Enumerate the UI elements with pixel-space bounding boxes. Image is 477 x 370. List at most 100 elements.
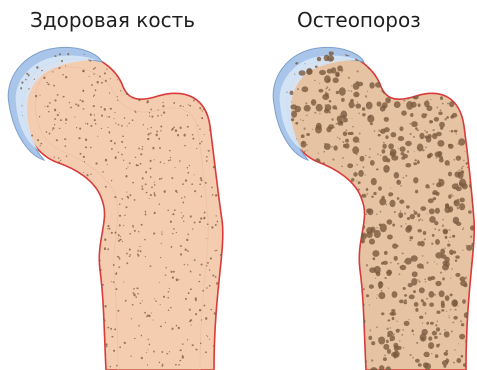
bone-pore <box>56 358 58 359</box>
bone-pore <box>400 146 406 152</box>
bone-pore <box>130 355 131 356</box>
bone-pore <box>405 226 411 233</box>
bone-pore <box>83 328 84 329</box>
bone-pore <box>423 301 425 303</box>
bone-pore <box>147 364 148 365</box>
bone-pore <box>101 82 103 84</box>
bone-pore <box>75 263 77 266</box>
bone-pore <box>83 108 85 109</box>
bone-pore <box>84 161 85 162</box>
bone-pore <box>469 129 470 130</box>
bone-pore <box>319 304 326 310</box>
bone-pore <box>52 256 54 258</box>
bone-pore <box>426 262 428 264</box>
bone-pore <box>164 190 166 193</box>
bone-pore <box>326 180 328 182</box>
bone-pore <box>112 58 113 59</box>
bone-pore <box>59 165 61 166</box>
bone-pore <box>53 211 55 213</box>
bone-pore <box>154 195 156 197</box>
bone-pore <box>104 108 106 111</box>
bone-pore <box>204 134 205 135</box>
bone-pore <box>209 129 210 131</box>
bone-pore <box>128 123 130 124</box>
bone-pore <box>403 347 404 348</box>
bone-pore <box>340 269 345 275</box>
bone-pore <box>471 145 474 147</box>
osteoporotic-bone-svg <box>270 0 477 370</box>
bone-pore <box>144 312 146 314</box>
bone-pore <box>335 323 337 325</box>
bone-pore <box>37 190 39 192</box>
bone-pore <box>32 159 34 161</box>
bone-pore <box>140 246 141 247</box>
bone-pore <box>187 234 189 236</box>
bone-pore <box>463 284 467 288</box>
bone-pore <box>196 148 197 149</box>
bone-pore <box>397 263 399 265</box>
bone-pore <box>110 328 112 330</box>
bone-pore <box>299 166 301 169</box>
bone-pore <box>335 275 341 282</box>
bone-pore <box>111 336 113 338</box>
bone-pore <box>95 50 97 52</box>
bone-pore <box>117 310 119 312</box>
bone-pore <box>60 183 61 184</box>
bone-pore <box>67 239 69 242</box>
bone-pore <box>45 305 47 307</box>
bone-pore <box>141 224 143 226</box>
bone-pore <box>301 134 305 138</box>
bone-pore <box>91 265 92 266</box>
bone-pore <box>368 336 372 340</box>
bone-pore <box>115 66 116 67</box>
bone-pore <box>317 57 321 61</box>
bone-pore <box>121 154 123 156</box>
bone-pore <box>324 171 326 174</box>
bone-pore <box>378 292 385 299</box>
bone-pore <box>189 56 191 59</box>
bone-pore <box>39 219 41 221</box>
bone-pore <box>317 228 322 234</box>
bone-pore <box>336 278 341 282</box>
bone-pore <box>328 264 334 270</box>
bone-pore <box>60 279 62 280</box>
bone-pore <box>326 110 327 111</box>
bone-pore <box>118 266 120 268</box>
bone-pore <box>434 193 435 195</box>
bone-pore <box>111 180 112 182</box>
bone-pore <box>311 214 315 218</box>
bone-pore <box>70 362 72 364</box>
bone-pore <box>296 138 297 139</box>
bone-pore <box>409 354 411 356</box>
bone-pore <box>321 196 323 198</box>
bone-pore <box>358 286 359 288</box>
bone-pore <box>26 248 28 249</box>
bone-pore <box>114 112 115 113</box>
bone-pore <box>70 346 72 348</box>
bone-pore <box>77 181 79 183</box>
bone-pore <box>319 324 323 328</box>
bone-pore <box>295 174 299 177</box>
bone-pore <box>452 322 454 324</box>
bone-pore <box>399 126 403 131</box>
bone-pore <box>342 289 348 296</box>
bone-pore <box>123 160 124 161</box>
bone-pore <box>195 297 197 300</box>
bone-pore <box>373 257 376 260</box>
bone-pore <box>366 208 371 213</box>
bone-pore <box>69 234 70 235</box>
bone-pore <box>315 335 317 336</box>
bone-pore <box>378 134 381 136</box>
bone-pore <box>113 264 115 266</box>
bone-pore <box>439 156 443 159</box>
bone-pore <box>290 166 296 173</box>
bone-pore <box>209 269 210 271</box>
bone-pore <box>294 73 295 74</box>
bone-pore <box>129 233 131 235</box>
bone-pore <box>185 179 187 181</box>
bone-pore <box>468 143 469 144</box>
bone-pore <box>107 327 109 329</box>
bone-pore <box>358 331 365 338</box>
bone-pore <box>425 312 427 314</box>
bone-pore <box>188 292 190 294</box>
